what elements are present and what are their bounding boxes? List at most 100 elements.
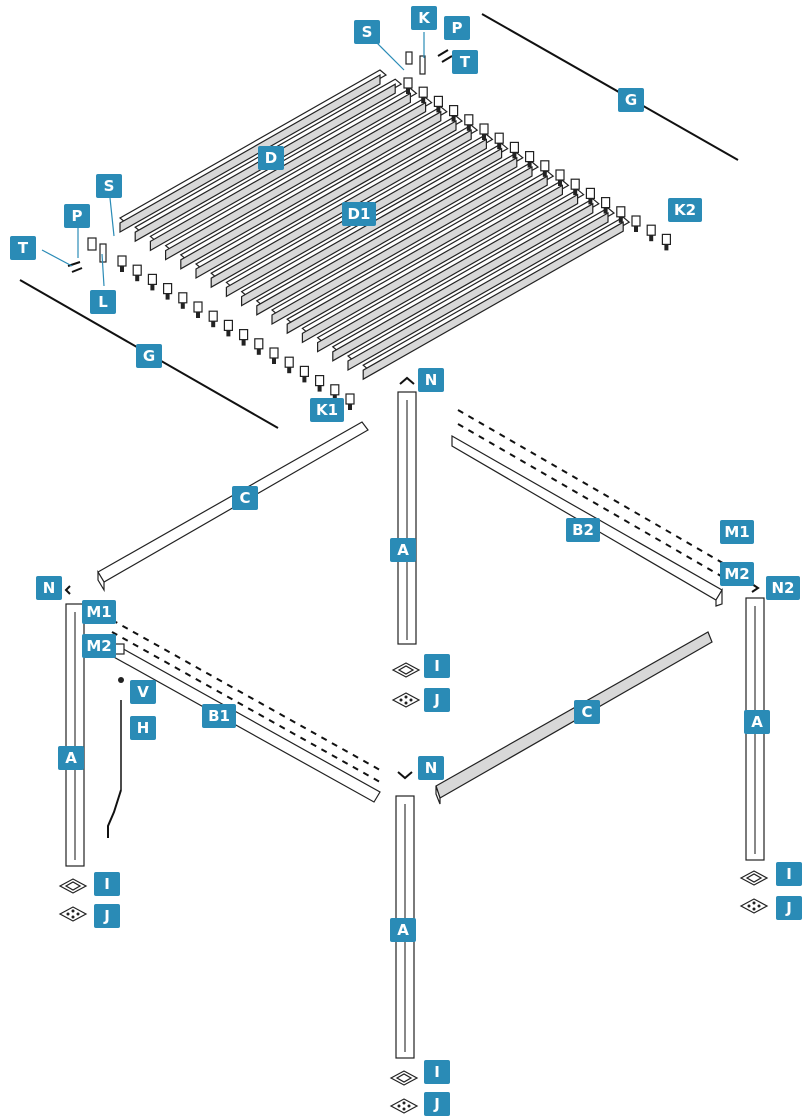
label-text: J [103, 907, 110, 925]
label-tag: H [130, 716, 156, 740]
post-left [65, 603, 85, 867]
small-parts-left [67, 237, 107, 273]
label-text: L [98, 293, 108, 311]
label-tag: A [744, 710, 770, 734]
label-text: N2 [772, 579, 795, 597]
label-text: T [460, 53, 471, 71]
label-text: I [434, 1063, 440, 1081]
label-text: B2 [572, 521, 594, 539]
blade-face [286, 175, 548, 335]
label-tag: N [418, 368, 444, 392]
bracket-k2 [509, 141, 519, 159]
label-tag: S [96, 174, 122, 198]
base-plate-i [391, 662, 421, 678]
label-text: C [581, 703, 592, 721]
label-tag: A [390, 918, 416, 942]
label-tag: K [411, 6, 437, 30]
label-tag: D [258, 146, 284, 170]
bracket-k1 [132, 264, 142, 282]
bracket-k1 [284, 356, 294, 374]
label-text: T [18, 239, 29, 257]
label-tag: J [424, 1092, 450, 1116]
bracket-k1 [299, 365, 309, 383]
label-tag: I [424, 1060, 450, 1084]
label-text: A [397, 541, 409, 559]
base-plate-i [58, 878, 88, 894]
blade-face [256, 156, 518, 316]
bracket-k1 [117, 255, 127, 272]
label-text: A [751, 713, 763, 731]
label-text: J [433, 1095, 440, 1113]
bracket-k1 [269, 347, 279, 364]
label-tag: N2 [766, 576, 800, 600]
label-text: N [425, 759, 438, 777]
label-tag: I [776, 862, 802, 886]
bracket-k2 [540, 160, 550, 177]
bracket-k2 [616, 206, 626, 223]
bracket-k2 [646, 224, 656, 242]
label-tag: K2 [668, 198, 702, 222]
label-tag: J [424, 688, 450, 712]
label-tag: P [444, 16, 470, 40]
blade-brackets-k1 [117, 255, 355, 410]
label-text: P [72, 207, 83, 225]
bracket-k2 [464, 114, 474, 131]
bracket-k2 [449, 104, 459, 122]
base-plate-i [389, 1070, 419, 1086]
bracket-k1 [178, 292, 188, 309]
label-tag: G [136, 344, 162, 368]
label-text: S [104, 177, 115, 195]
screws-b2-row2 [457, 423, 729, 581]
label-text: K1 [316, 401, 338, 419]
label-text: D [265, 149, 277, 167]
base-plates [58, 662, 769, 1114]
label-text: P [452, 19, 463, 37]
label-text: G [143, 347, 155, 365]
bracket-k1 [223, 319, 233, 337]
label-tag: D1 [342, 202, 376, 226]
blade-face [362, 221, 624, 381]
label-tag: M2 [720, 562, 754, 586]
label-tag: N [418, 756, 444, 780]
anchor-plate-j [58, 906, 88, 922]
blade-face [119, 73, 381, 234]
label-text: H [137, 719, 150, 737]
bracket-k2 [585, 187, 596, 205]
bracket-k1 [254, 338, 264, 355]
label-tag: T [10, 236, 36, 260]
label-text: S [362, 23, 373, 41]
crank-handle [107, 677, 124, 838]
blade-face [271, 165, 533, 326]
blade-face [241, 147, 503, 307]
label-text: I [786, 865, 792, 883]
bracket-k2 [631, 215, 641, 232]
bracket-k2 [403, 77, 413, 94]
screws-b2-row1 [457, 409, 729, 567]
label-tag: I [94, 872, 120, 896]
bracket-k2 [494, 132, 504, 150]
blade-face [332, 202, 594, 362]
label-tag: B1 [202, 704, 236, 728]
label-tag: A [58, 746, 84, 770]
blade-face [317, 193, 579, 353]
bracket-k2 [570, 178, 580, 196]
bracket-k1 [345, 393, 355, 410]
label-text: I [104, 875, 110, 893]
anchor-plate-j [389, 1098, 419, 1114]
bracket-k1 [163, 283, 173, 300]
label-tag: M2 [82, 634, 116, 658]
label-tag: J [94, 904, 120, 928]
gutter-top-line [481, 13, 739, 161]
small-parts-top [405, 49, 453, 75]
label-tag: N [36, 576, 62, 600]
label-text: N [43, 579, 56, 597]
label-text: N [425, 371, 438, 389]
label-tag: L [90, 290, 116, 314]
label-text: B1 [208, 707, 230, 725]
bracket-k1 [315, 375, 325, 392]
label-tag: C [574, 700, 600, 724]
base-plate-i [739, 870, 769, 886]
label-text: I [434, 657, 440, 675]
label-tag: A [390, 538, 416, 562]
